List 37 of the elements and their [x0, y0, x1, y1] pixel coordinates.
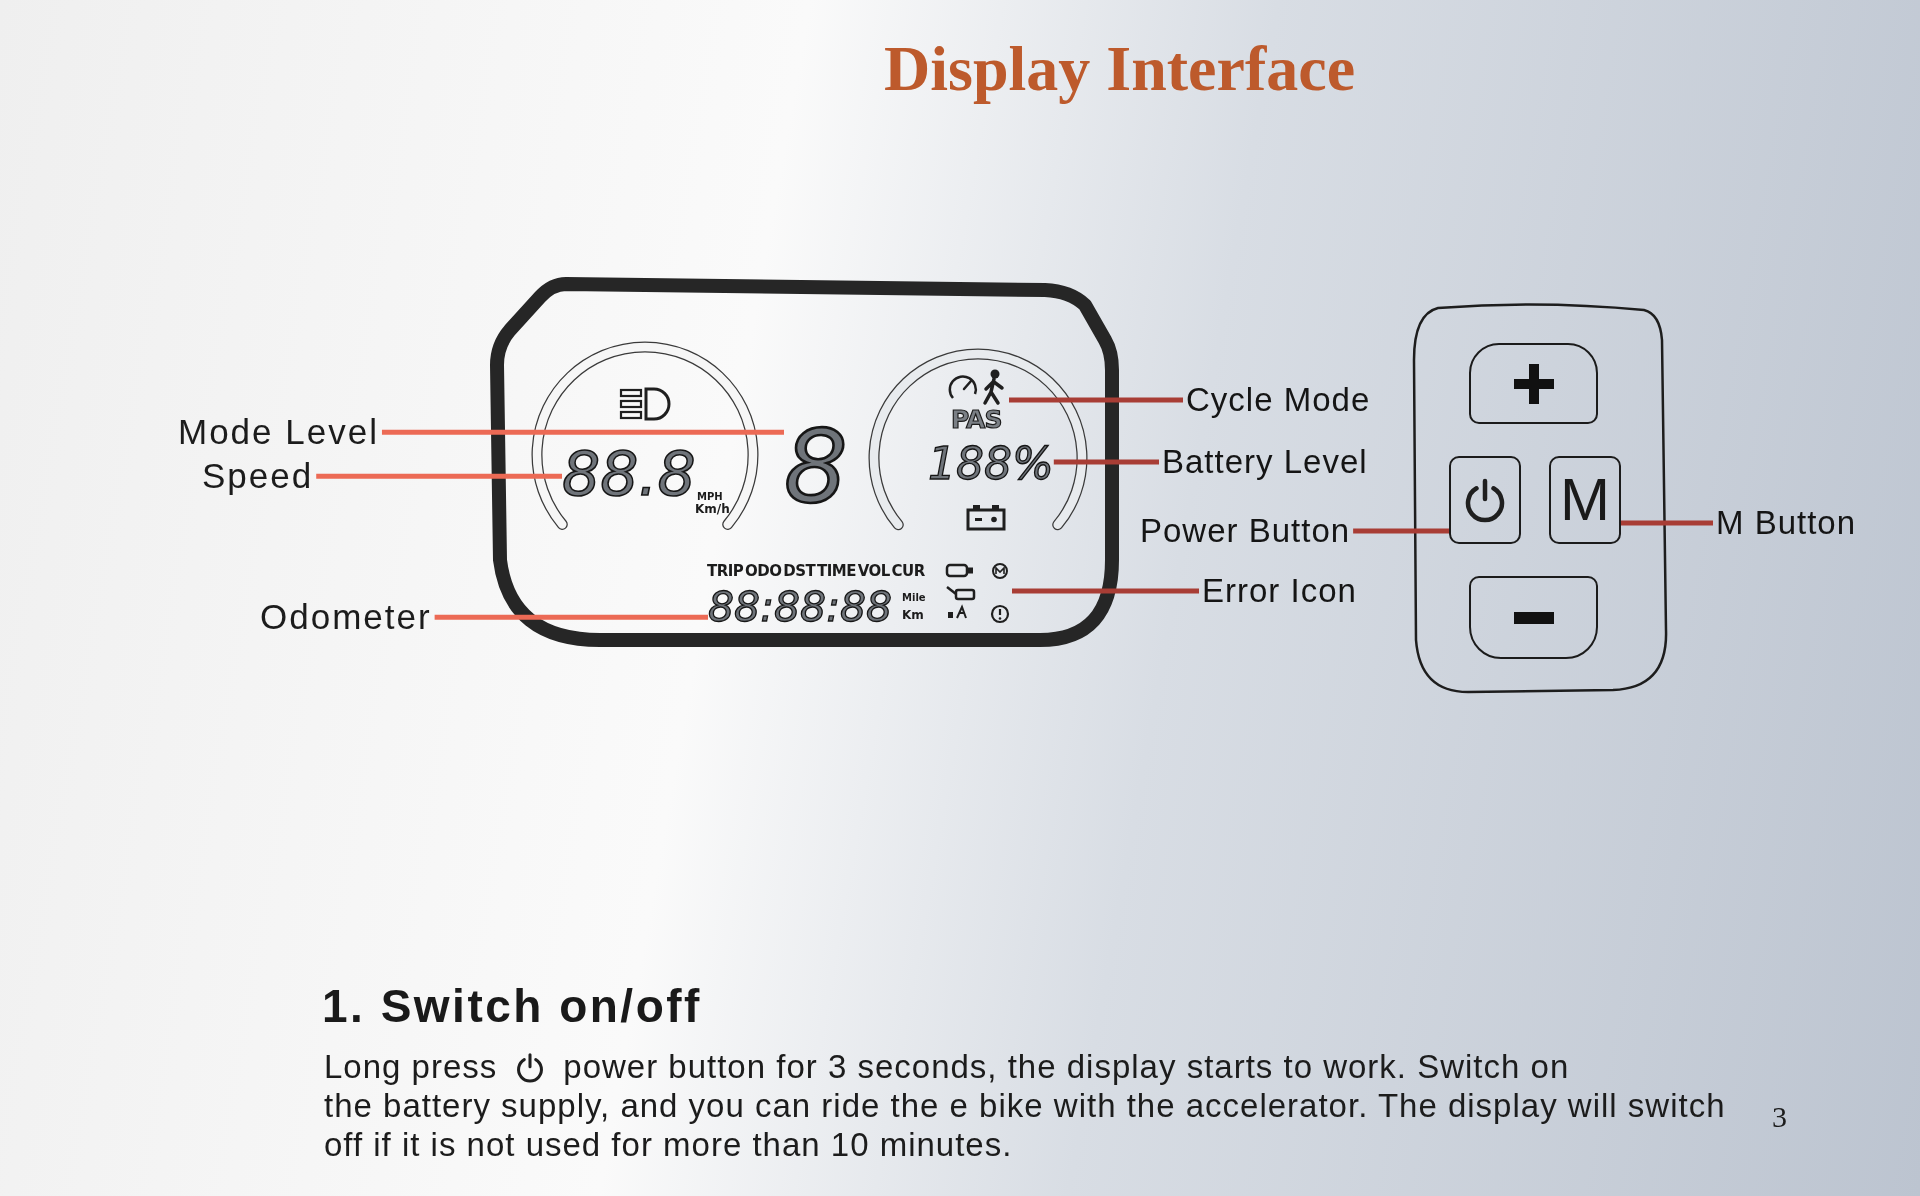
unit-label: MPH — [697, 491, 723, 502]
leader-line — [1053, 459, 1159, 465]
callout-label: Cycle Mode — [1186, 381, 1371, 419]
callout-label: Power Button — [1140, 512, 1351, 550]
minus-button — [1469, 576, 1598, 659]
battery-percent-readout: 188% — [928, 442, 1054, 486]
leader-line — [1353, 528, 1449, 534]
unit-label: Mile — [902, 592, 926, 603]
leader-line — [1012, 588, 1199, 594]
leader-line — [381, 429, 784, 435]
leader-line — [434, 614, 708, 620]
assist-level-digit: 8 — [784, 418, 848, 518]
body-text: power button for 3 seconds, the display starts to work. Switch on — [563, 1048, 1570, 1087]
mode-indicator-label: PAS — [951, 406, 1002, 434]
section-heading: 1. Switch on/off — [322, 980, 702, 1033]
plus-button — [1469, 343, 1598, 424]
callout-label: Battery Level — [1162, 443, 1368, 481]
body-text: Long press — [324, 1048, 498, 1087]
callout-label: Odometer — [260, 597, 432, 638]
callout-label: Mode Level — [178, 412, 379, 453]
page-title: Display Interface — [884, 32, 1356, 106]
callout-label: Error Icon — [1202, 572, 1357, 610]
callout-label: M Button — [1716, 504, 1857, 542]
speed-readout: 88.8 — [562, 444, 696, 504]
lcd-field-labels: TRIP ODO DST TIME VOL CUR — [707, 563, 925, 580]
leader-line — [1621, 520, 1713, 526]
callout-label: Speed — [202, 456, 314, 497]
unit-label: Km/h — [695, 503, 730, 517]
odometer-readout: 88:88:88 — [708, 587, 893, 628]
warning-symbols-icon — [944, 560, 1012, 626]
leader-line — [316, 473, 562, 479]
page-number: 3 — [1772, 1100, 1787, 1133]
m-button: M — [1549, 456, 1621, 544]
leader-line — [1009, 397, 1183, 403]
body-text: the battery supply, and you can ride the e bike with the accelerator. The display will switch off if it is not used for more than 10 minutes. — [324, 1087, 1727, 1165]
unit-label: Km — [902, 609, 924, 623]
power-button — [1449, 456, 1521, 544]
